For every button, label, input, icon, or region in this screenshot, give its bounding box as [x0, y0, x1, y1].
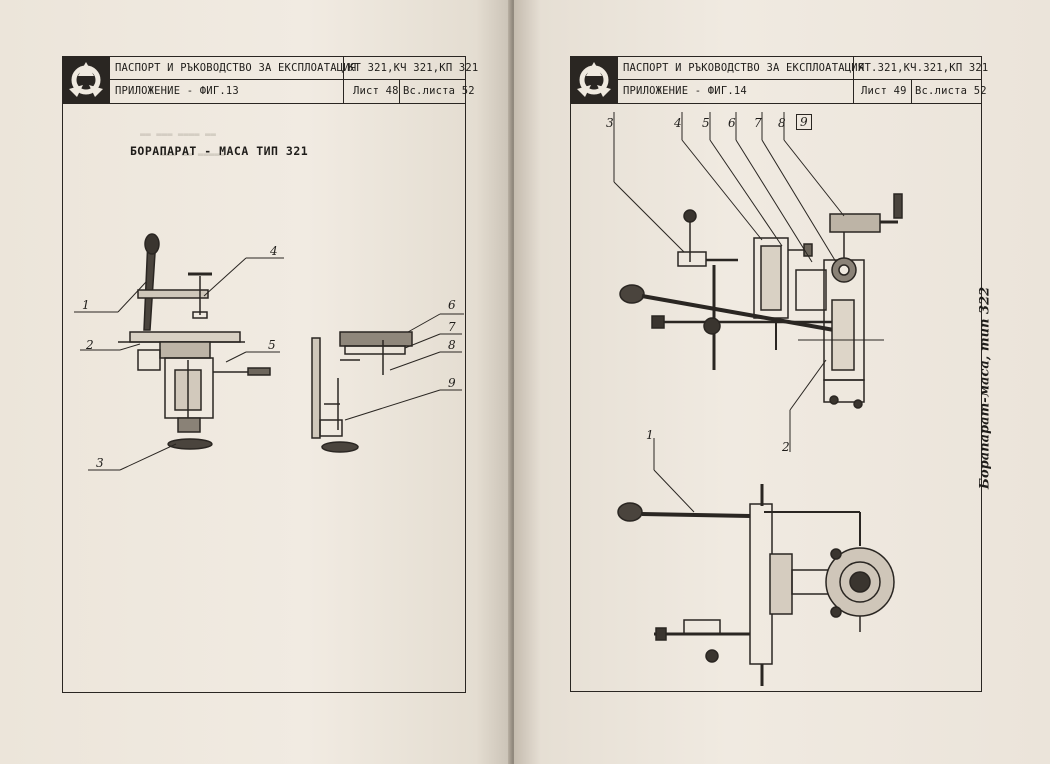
- lever-knob: [619, 284, 645, 304]
- callout-7: 7: [448, 320, 456, 334]
- title-block: ПАСПОРТ И РЪКОВОДСТВО ЗА ЕКСПЛОАТАЦИЯ КТ…: [63, 57, 478, 104]
- bleed-through-text: ▬▬▬ ▬▬ ▬▬▬▬▬: [160, 150, 226, 160]
- appendix-figure: ПРИЛОЖЕНИЕ - ФИГ.14: [623, 85, 747, 97]
- total-sheets: Вс.листа 52: [403, 85, 475, 97]
- callout-3: 3: [606, 116, 614, 130]
- side-column: [311, 337, 321, 439]
- clamp-arm: [137, 289, 209, 299]
- side-table: [339, 331, 413, 347]
- bleed-through-text: ▬▬ ▬▬▬ ▬▬▬▬ ▬▬: [140, 130, 216, 140]
- callout-5: 5: [702, 116, 710, 130]
- left-page: ▬▬ ▬▬▬ ▬▬▬▬ ▬▬ ▬▬▬ ▬▬ ▬▬▬▬▬ ПАСПОРТ И РЪ…: [0, 0, 512, 764]
- callout-5: 5: [268, 338, 276, 352]
- figure-14-drawing: [613, 112, 903, 686]
- callout-4: 4: [270, 244, 278, 258]
- company-logo-icon: [63, 57, 110, 103]
- model-codes: КТ 321,КЧ 321,КП 321: [348, 62, 479, 74]
- bottom-column: [749, 503, 773, 665]
- drawing-frame: ПАСПОРТ И РЪКОВОДСТВО ЗА ЕКСПЛОАТАЦИЯ КТ…: [62, 56, 478, 693]
- sheet-number: Лист 48: [353, 85, 399, 97]
- callout-1: 1: [82, 298, 90, 312]
- sheet-number: Лист 49: [861, 85, 907, 97]
- callout-2: 2: [86, 338, 94, 352]
- total-sheets: Вс.листа 52: [915, 85, 987, 97]
- table-plate: [129, 331, 241, 343]
- drawing-frame: ПАСПОРТ И РЪКОВОДСТВО ЗА ЕКСПЛОАТАЦИЯ КТ…: [570, 56, 988, 692]
- appendix-figure: ПРИЛОЖЕНИЕ - ФИГ.13: [115, 85, 239, 97]
- callout-8: 8: [448, 338, 456, 352]
- callout-8: 8: [778, 116, 786, 130]
- callout-3: 3: [96, 456, 104, 470]
- right-page: ПАСПОРТ И РЪКОВОДСТВО ЗА ЕКСПЛОАТАЦИЯ КТ…: [514, 0, 1050, 764]
- callout-2: 2: [782, 440, 790, 454]
- bottom-lever: [641, 512, 751, 518]
- callout-9: 9: [796, 114, 812, 130]
- drawing-title: БОРАПАРАТ - МАСА ТИП 321: [130, 144, 309, 158]
- callout-4: 4: [674, 116, 682, 130]
- callout-1: 1: [646, 428, 654, 442]
- vertical-drawing-title: Борапарат-маса, тип 322: [977, 286, 993, 490]
- figure-13-drawing: [74, 233, 464, 471]
- callout-6: 6: [728, 116, 736, 130]
- callout-9: 9: [448, 376, 456, 390]
- callout-7: 7: [754, 116, 762, 130]
- title-block: ПАСПОРТ И РЪКОВОДСТВО ЗА ЕКСПЛОАТАЦИЯ КТ…: [571, 57, 988, 104]
- passport-title: ПАСПОРТ И РЪКОВОДСТВО ЗА ЕКСПЛОАТАЦИЯ: [623, 62, 865, 74]
- company-logo-icon: [571, 57, 618, 103]
- slide-block: [753, 237, 789, 319]
- book-spine: [508, 0, 518, 764]
- callout-6: 6: [448, 298, 456, 312]
- base-foot: [167, 438, 213, 450]
- model-codes: КТ.321,КЧ.321,КП 321: [858, 62, 989, 74]
- passport-title: ПАСПОРТ И РЪКОВОДСТВО ЗА ЕКСПЛОАТАЦИЯ: [115, 62, 357, 74]
